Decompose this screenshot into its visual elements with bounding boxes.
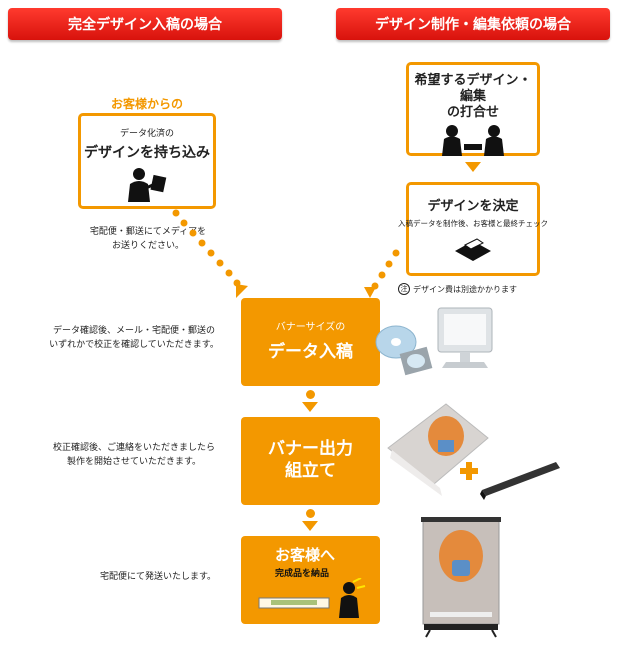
meeting-line1: 希望するデザイン・編集 <box>414 73 532 104</box>
output-title1: バナー出力 <box>268 439 353 459</box>
step1-desc-line1: データ確認後、メール・宅配便・郵送の <box>52 326 215 336</box>
left-caption: お客様からの <box>110 97 183 111</box>
design-sheet-icon <box>455 238 491 261</box>
header-design-request: デザイン制作・編集依頼の場合 <box>336 8 610 40</box>
left-note: 宅配便・郵送にてメディアを お送りください。 <box>70 225 226 253</box>
step1-desc: データ確認後、メール・宅配便・郵送の いずれかで校正を確認していただきます。 <box>36 324 232 352</box>
step3-desc-line1: 宅配便にて発送いたします。 <box>99 572 217 582</box>
data-submission-small: バナーサイズの <box>275 322 346 333</box>
meeting-people-icon <box>442 125 504 156</box>
data-submission-title: データ入稿 <box>268 342 353 362</box>
step3-desc: 宅配便にて発送いたします。 <box>88 570 228 584</box>
delivery-person-icon <box>258 578 366 618</box>
delivery-title: お客様へ <box>275 546 336 564</box>
delivery-small: 完成品を納品 <box>275 569 330 579</box>
output-assembly-box: バナー出力 組立て <box>241 417 380 505</box>
step2-desc: 校正確認後、ご連絡をいただきましたら 製作を開始させていただきます。 <box>36 441 232 469</box>
note-mark: 注 <box>398 283 410 295</box>
banner-print-illustration <box>387 403 560 500</box>
step2-desc-line2: 製作を開始させていただきます。 <box>66 457 202 467</box>
arrow-step1-to-step2 <box>302 402 318 412</box>
delivery-box: お客様へ 完成品を納品 <box>241 536 380 624</box>
decide-sub: 入稿データを制作後、お客様と最終チェック <box>398 219 548 228</box>
header-full-design: 完全デザイン入稿の場合 <box>8 8 282 40</box>
left-note-line1: 宅配便・郵送にてメディアを <box>89 227 207 237</box>
decide-design-box: デザインを決定 入稿データを制作後、お客様と最終チェック <box>398 182 548 276</box>
pc-and-disc-illustration <box>375 307 493 376</box>
data-submission-box: バナーサイズの データ入稿 <box>241 298 380 386</box>
meeting-box: 希望するデザイン・編集 の打合せ <box>406 62 540 156</box>
person-with-media-icon <box>128 168 167 202</box>
header-full-design-label: 完全デザイン入稿の場合 <box>68 17 222 33</box>
bring-design-title: デザインを持ち込み <box>84 145 210 161</box>
step2-desc-line1: 校正確認後、ご連絡をいただきましたら <box>52 443 215 453</box>
bring-design-small: データ化済の <box>119 129 174 139</box>
design-fee-note: 注 デザイン費は別途かかります <box>398 283 517 295</box>
banner-stand-illustration <box>421 517 501 638</box>
decide-title: デザインを決定 <box>427 199 519 214</box>
dot-2 <box>306 509 315 518</box>
bring-design-box: データ化済の デザインを持ち込み <box>78 113 216 209</box>
dot-1 <box>306 390 315 399</box>
arrow-step2-to-step3 <box>302 521 318 531</box>
left-note-line2: お送りください。 <box>111 241 184 251</box>
output-title2: 組立て <box>285 461 336 481</box>
meeting-line2: の打合せ <box>446 105 499 120</box>
arrow-meeting-to-decide <box>465 162 481 172</box>
header-design-request-label: デザイン制作・編集依頼の場合 <box>375 17 571 33</box>
design-fee-text: デザイン費は別途かかります <box>413 284 517 294</box>
step1-desc-line2: いずれかで校正を確認していただきます。 <box>49 340 219 350</box>
